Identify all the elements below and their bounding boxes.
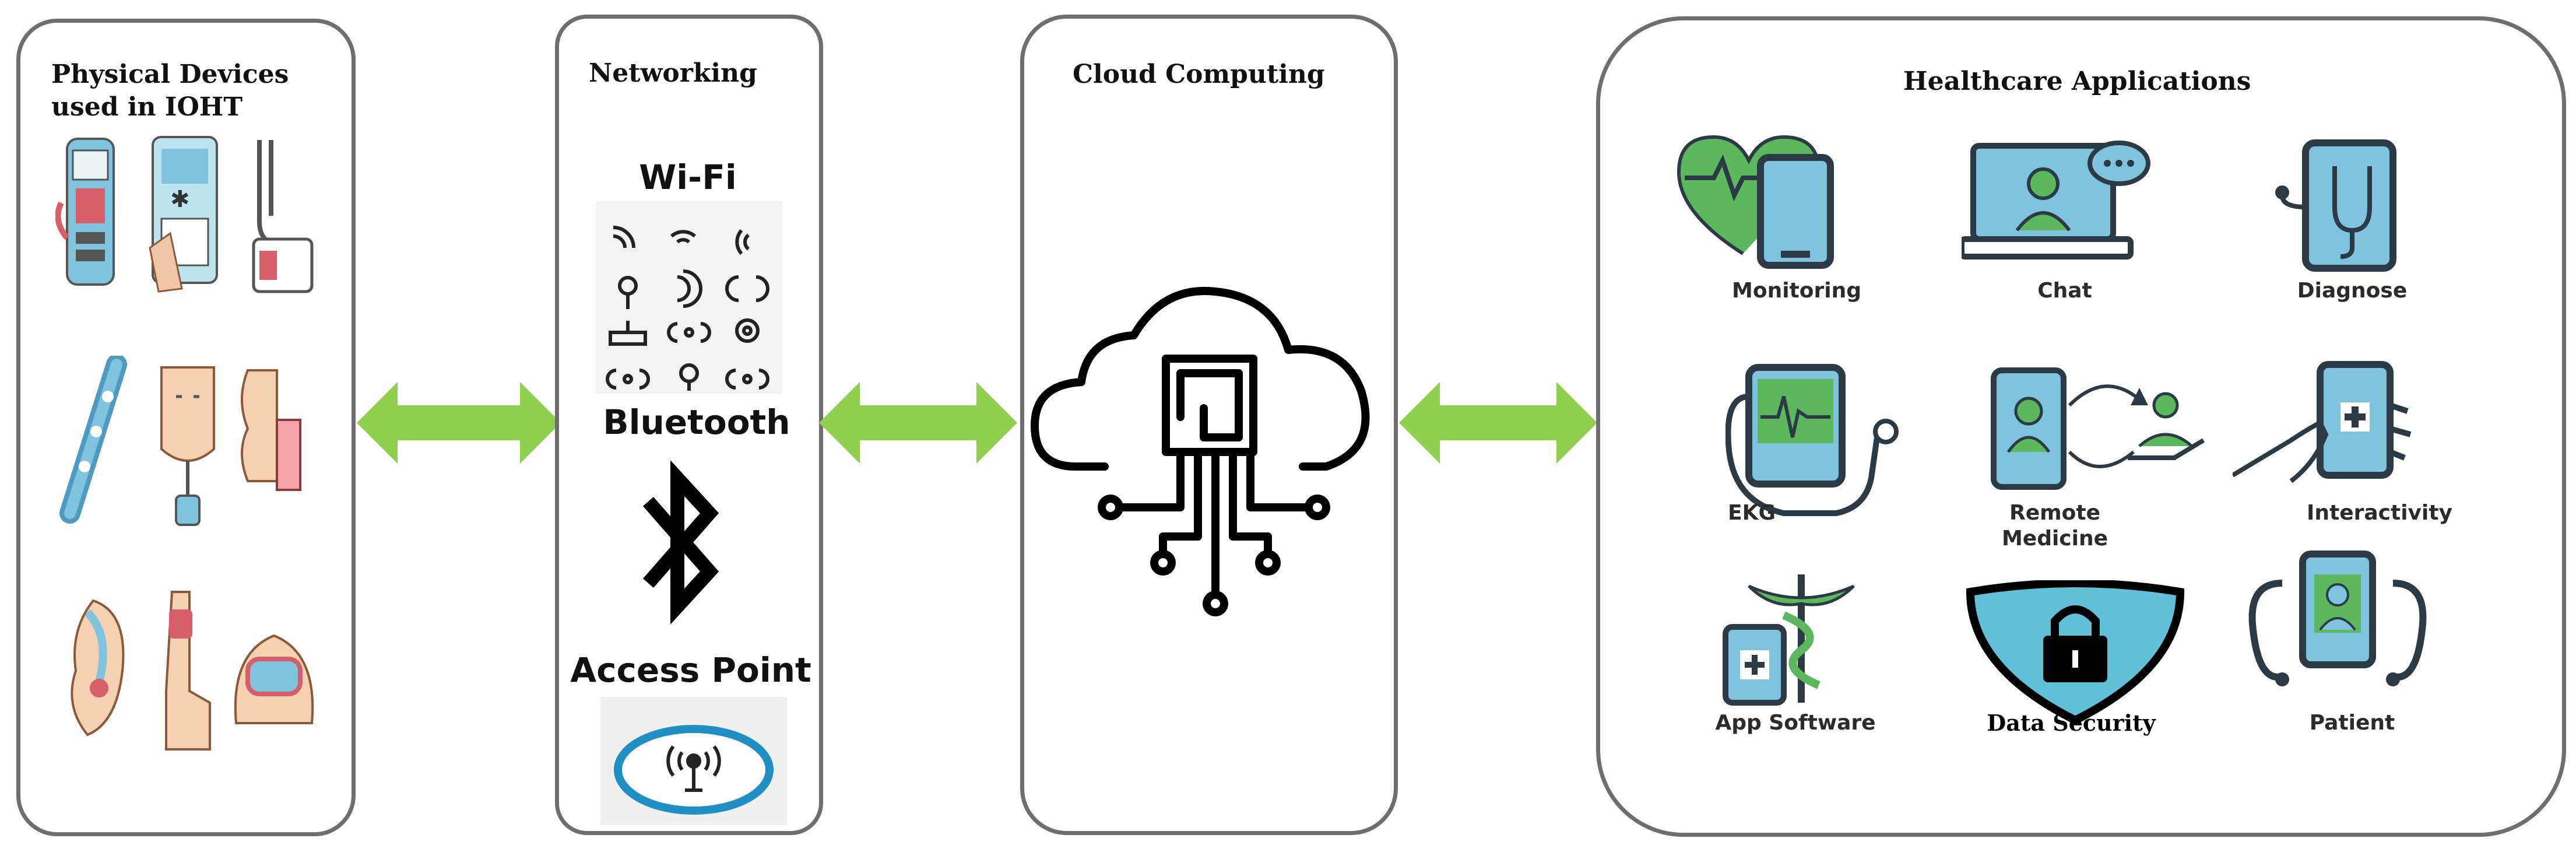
caduceus-tablet-icon	[1714, 563, 1889, 709]
hearing-aid-icon	[58, 589, 134, 746]
bluetooth-icon	[637, 461, 724, 624]
hand-phone-icon	[2233, 359, 2425, 493]
app-label-ekg: EKG	[1727, 501, 1776, 525]
access-point-label: Access Point	[570, 650, 811, 690]
bidirectional-arrow-1	[357, 382, 561, 464]
patient-phone-icon	[2247, 548, 2428, 694]
ekg-device-icon	[1725, 362, 1918, 531]
svg-text:✱: ✱	[170, 186, 190, 213]
bluetooth-label: Bluetooth	[603, 402, 790, 442]
oximeter-profile-icon	[236, 364, 312, 499]
wifi-label: Wi-Fi	[639, 157, 737, 197]
bidirectional-arrow-3	[1399, 382, 1597, 464]
remote-medicine-icon	[1982, 364, 2215, 493]
bidirectional-arrow-2	[819, 382, 1017, 464]
app-label-monitoring: Monitoring	[1732, 279, 1861, 303]
injection-pen-icon	[52, 356, 134, 525]
healthcare-applications-title: Healthcare Applications	[1903, 66, 2251, 96]
cloud-computing-title: Cloud Computing	[1073, 59, 1325, 89]
blood-pressure-monitor-icon	[55, 133, 125, 290]
app-label-diagnose: Diagnose	[2297, 279, 2408, 303]
wearable-patch-icon	[230, 618, 318, 735]
face-sensor-icon	[153, 362, 223, 537]
cloud-computing-panel	[1020, 15, 1398, 835]
app-label-chat: Chat	[2037, 279, 2092, 303]
app-label-remote: Remote Medicine	[2001, 501, 2108, 551]
wifi-icons-grid	[596, 201, 782, 394]
finger-sensor-icon	[154, 586, 219, 755]
access-point-icon	[600, 697, 787, 825]
physical-devices-title: Physical Devices used in IOHT	[51, 59, 289, 122]
tablet-stethoscope-icon	[2271, 137, 2405, 274]
stethoscope-cuff-icon	[236, 134, 324, 297]
networking-title: Networking	[589, 58, 757, 88]
shield-lock-icon	[1964, 580, 2186, 726]
app-label-interactivity: Interactivity	[2306, 501, 2453, 525]
laptop-chat-icon	[1962, 137, 2154, 265]
app-label-data-security: Data Security	[1987, 710, 2156, 736]
smart-glucose-meter-icon: ✱	[147, 131, 223, 294]
app-label-patient: Patient	[2309, 711, 2395, 735]
heart-tablet-icon	[1673, 131, 1848, 274]
cloud-circuit-icon	[1023, 274, 1396, 636]
app-label-app-software: App Software	[1715, 711, 1876, 735]
